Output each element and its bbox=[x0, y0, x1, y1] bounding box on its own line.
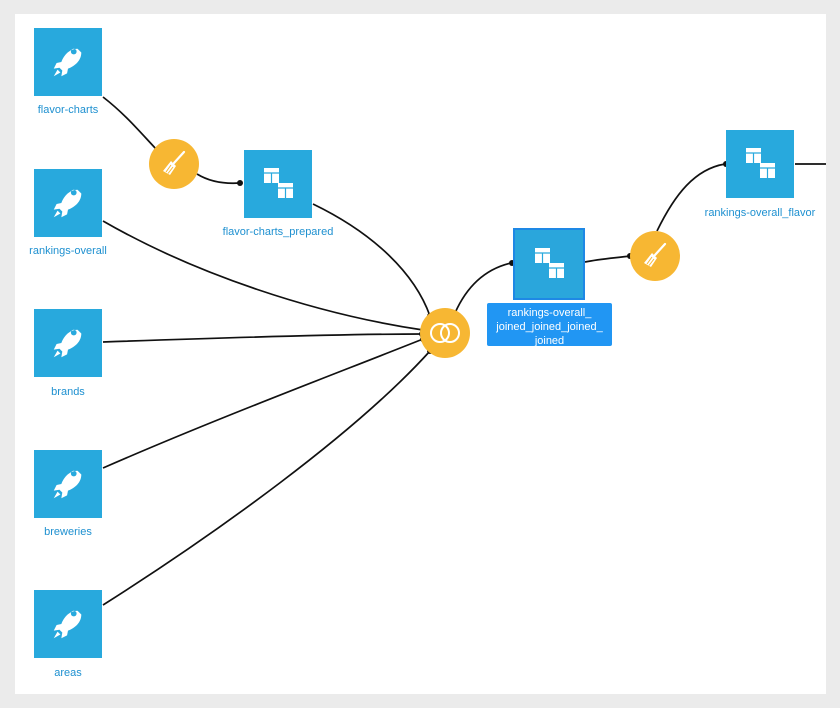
recipe-join[interactable] bbox=[420, 308, 470, 358]
dataset-label: rankings-overall bbox=[29, 245, 107, 257]
broom-icon bbox=[644, 242, 667, 267]
cubes-icon bbox=[746, 148, 775, 178]
edge-areas-to-join bbox=[102, 350, 431, 606]
dataset-label: rankings-overall_flavor bbox=[704, 207, 816, 219]
edge-prepare-to-prepared bbox=[196, 173, 241, 185]
edge-breweries-to-join bbox=[102, 338, 424, 469]
flow-canvas[interactable]: flavor-charts rankings-overall brands br… bbox=[15, 14, 826, 694]
dataset-rankings-overall-box[interactable] bbox=[34, 169, 102, 237]
edge-brands-to-join bbox=[102, 333, 423, 343]
edge-prepared-to-join bbox=[312, 203, 431, 317]
edge-joined-to-prepare2 bbox=[584, 255, 631, 263]
edge-rankings-to-join bbox=[102, 220, 424, 331]
dataset-label-selected: rankings-overall_ joined_joined_joined_ … bbox=[487, 303, 612, 347]
dataset-label: areas bbox=[54, 667, 82, 679]
dataset-areas-box[interactable] bbox=[34, 590, 102, 658]
dataset-label: flavor-charts_prepared bbox=[222, 226, 334, 238]
flow-edges bbox=[102, 96, 826, 606]
rocket-icon bbox=[53, 189, 82, 218]
rocket-icon bbox=[53, 329, 82, 358]
rocket-icon bbox=[53, 470, 82, 499]
cubes-icon bbox=[535, 248, 564, 278]
recipe-prepare-1[interactable] bbox=[149, 139, 199, 189]
join-icon bbox=[430, 323, 460, 343]
recipe-prepare-2[interactable] bbox=[630, 231, 680, 281]
dataset-label: breweries bbox=[44, 526, 92, 538]
rocket-icon bbox=[53, 48, 82, 77]
dataset-joined-box[interactable] bbox=[515, 230, 583, 298]
edge-flavor-charts-to-prepare bbox=[102, 96, 158, 151]
dataset-rankings-overall-flavor-box[interactable] bbox=[726, 130, 794, 198]
broom-icon bbox=[163, 150, 186, 175]
edge-join-to-joined bbox=[454, 262, 512, 314]
edge-prepare2-to-flavor bbox=[656, 163, 726, 232]
cubes-icon bbox=[264, 168, 293, 198]
dataset-label: brands bbox=[51, 386, 85, 398]
dataset-flavor-charts-box[interactable] bbox=[34, 28, 102, 96]
dataset-flavor-charts-prepared-box[interactable] bbox=[244, 150, 312, 218]
rocket-icon bbox=[53, 610, 82, 639]
dataset-label: flavor-charts bbox=[37, 104, 99, 116]
dataset-brands-box[interactable] bbox=[34, 309, 102, 377]
dataset-breweries-box[interactable] bbox=[34, 450, 102, 518]
